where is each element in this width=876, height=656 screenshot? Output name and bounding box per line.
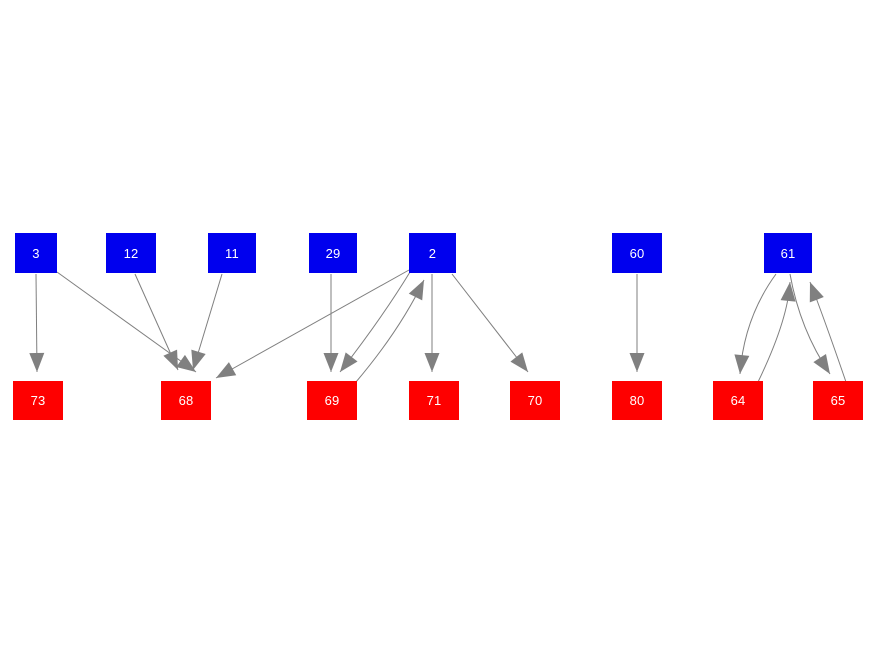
node-label: 29 <box>325 245 341 261</box>
edge-2-to-71 <box>424 274 440 372</box>
arrowhead-icon <box>424 353 440 372</box>
edge-2-to-69 <box>339 271 411 373</box>
node-label: 68 <box>178 393 194 408</box>
arrowhead-icon <box>809 282 824 303</box>
node-label: 80 <box>629 393 645 408</box>
graph-node-69[interactable]: 69 <box>307 381 357 420</box>
node-label: 12 <box>123 245 139 261</box>
edge-61-to-64 <box>734 273 777 375</box>
arrowhead-icon <box>734 354 750 374</box>
graph-node-68[interactable]: 68 <box>161 381 211 420</box>
edges <box>29 269 847 383</box>
arrowhead-icon <box>510 352 528 372</box>
node-label: 71 <box>426 393 442 408</box>
edge-29-to-69 <box>323 274 339 372</box>
graph-node-70[interactable]: 70 <box>510 381 560 420</box>
graph-node-73[interactable]: 73 <box>13 381 63 420</box>
edge-11-to-68 <box>191 273 223 371</box>
edge-69-to-2 <box>355 279 425 383</box>
edge-60-to-80 <box>629 274 645 372</box>
node-label: 70 <box>527 393 543 408</box>
node-label: 2 <box>428 245 437 261</box>
arrowhead-icon <box>340 352 358 372</box>
edge-line <box>215 269 410 379</box>
arrowhead-icon <box>408 280 424 301</box>
graph-node-3[interactable]: 3 <box>15 233 57 273</box>
node-label: 64 <box>730 393 746 408</box>
graph-node-80[interactable]: 80 <box>612 381 662 420</box>
node-label: 73 <box>30 393 46 408</box>
arrowhead-icon <box>323 353 339 372</box>
node-label: 3 <box>32 245 40 261</box>
arrowhead-icon <box>216 362 237 378</box>
graph-node-12[interactable]: 12 <box>106 233 156 273</box>
arrowhead-icon <box>780 282 796 302</box>
arrowhead-icon <box>163 349 178 370</box>
arrowhead-icon <box>29 352 45 372</box>
edge-3-to-73 <box>29 273 45 373</box>
arrowhead-icon <box>191 349 206 370</box>
graph-node-65[interactable]: 65 <box>813 381 863 420</box>
arrowhead-icon <box>176 354 196 372</box>
graph-node-11[interactable]: 11 <box>208 233 256 273</box>
graph-node-29[interactable]: 29 <box>309 233 357 273</box>
edge-65-to-61 <box>809 281 847 383</box>
arrowhead-icon <box>629 353 645 372</box>
graph-node-71[interactable]: 71 <box>409 381 459 420</box>
edge-2-to-70 <box>451 273 529 373</box>
edge-12-to-68 <box>134 273 179 371</box>
node-label: 60 <box>629 245 645 261</box>
edge-64-to-61 <box>757 281 796 383</box>
edge-2-to-68 <box>215 269 410 379</box>
node-label: 11 <box>225 245 239 261</box>
node-label: 65 <box>830 393 846 408</box>
graph-node-60[interactable]: 60 <box>612 233 662 273</box>
node-label: 61 <box>780 245 796 261</box>
node-label: 69 <box>324 393 340 408</box>
graph-node-61[interactable]: 61 <box>764 233 812 273</box>
edge-61-to-65 <box>789 273 831 375</box>
graph-node-2[interactable]: 2 <box>409 233 456 273</box>
graph-node-64[interactable]: 64 <box>713 381 763 420</box>
arrowhead-icon <box>813 353 830 374</box>
edge-line <box>451 273 529 373</box>
